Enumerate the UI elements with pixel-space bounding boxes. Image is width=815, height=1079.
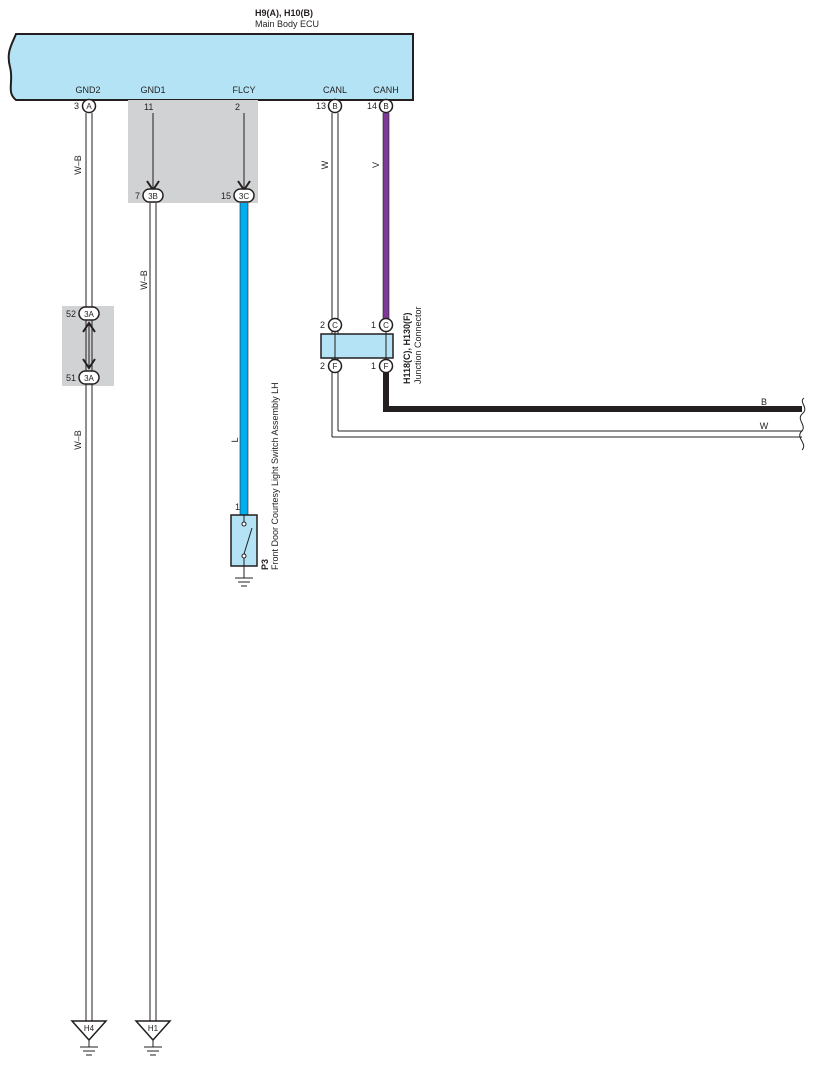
jc-subtitle: Junction Connector [413, 306, 423, 384]
jc-pin-bottom-left: F 2 [320, 358, 343, 374]
junction-connector-box [320, 333, 394, 359]
wire-label-canl: W [320, 160, 330, 169]
jc-pin-top-left-letter: C [332, 321, 338, 330]
jc-pin-bottom-right: F 1 [371, 358, 394, 374]
ground-h4: H4 [70, 1020, 108, 1056]
connector-canh-letter: B [383, 102, 388, 111]
connector-canh: B 14 [367, 98, 394, 114]
connector-3b-num: 7 [135, 191, 140, 201]
switch-pin-num: 1 [235, 502, 240, 512]
connector-3a-bottom-label: 3A [84, 374, 94, 383]
connector-canl-letter: B [332, 102, 337, 111]
pin-label-flcy: FLCY [232, 85, 255, 95]
ecu-title: H9(A), H10(B) [255, 8, 313, 18]
main-body-ecu-box [7, 33, 414, 101]
wire-label-flcy: L [230, 437, 240, 442]
arrow-3a-down [82, 358, 96, 370]
connector-3a-top-label: 3A [84, 310, 94, 319]
connector-3b-label: 3B [148, 192, 158, 201]
connector-3c-num: 15 [221, 191, 231, 201]
pin-label-canl: CANL [323, 85, 347, 95]
wire-flcy [239, 203, 249, 515]
pin-label-gnd1: GND1 [140, 85, 165, 95]
jc-pin-bottom-right-num: 1 [371, 361, 376, 371]
connector-gnd2: A 3 [74, 98, 97, 114]
jc-pin-top-left-num: 2 [320, 320, 325, 330]
jc-pin-bottom-left-letter: F [333, 362, 338, 371]
connector-gnd2-num: 3 [74, 101, 79, 111]
wire-label-out-canl: W [760, 421, 769, 431]
connector-3a-top: 3A 52 [66, 306, 100, 321]
switch-title: P3 [260, 559, 270, 570]
wire-label-gnd2-lower: W–B [73, 430, 83, 450]
wire-label-out-canh: B [761, 397, 767, 407]
wire-gnd1 [149, 203, 157, 1022]
wire-canh [382, 113, 390, 319]
jc-pin-top-right-num: 1 [371, 320, 376, 330]
connector-3a-top-num: 52 [66, 309, 76, 319]
junction-block-3b-3c [128, 100, 258, 203]
pin-num-flcy: 2 [235, 102, 240, 112]
jc-pin-top-right: C 1 [371, 317, 394, 333]
jc-pin-bottom-left-num: 2 [320, 361, 325, 371]
ecu-subtitle: Main Body ECU [255, 19, 319, 29]
wire-canl [331, 113, 802, 438]
jc-pin-bottom-right-letter: F [384, 362, 389, 371]
wire-out-canh [383, 372, 802, 412]
ground-h4-label: H4 [84, 1024, 95, 1033]
switch-icon [241, 515, 253, 566]
wire-label-canh: V [371, 162, 381, 168]
pin-label-gnd2: GND2 [75, 85, 100, 95]
break-mark [799, 397, 806, 451]
ground-h1-label: H1 [148, 1024, 159, 1033]
connector-3a-bottom-num: 51 [66, 373, 76, 383]
connector-3b: 3B 7 [135, 188, 164, 203]
wire-label-gnd1: W–B [139, 270, 149, 290]
pin-num-gnd1: 11 [144, 102, 153, 112]
switch-subtitle: Front Door Courtesy Light Switch Assembl… [270, 382, 280, 570]
ground-icon-switch [235, 566, 253, 587]
wire-gnd2 [85, 113, 93, 1022]
jc-pin-top-right-letter: C [383, 321, 389, 330]
ground-h1: H1 [134, 1020, 172, 1056]
connector-canh-num: 14 [367, 101, 377, 111]
connector-3c: 3C 15 [221, 188, 255, 203]
connector-3c-label: 3C [239, 192, 249, 201]
jc-title: H118(C), H130(F) [402, 312, 412, 384]
connector-canl-num: 13 [316, 101, 326, 111]
wire-label-gnd2-upper: W–B [73, 155, 83, 175]
jc-pin-top-left: C 2 [320, 317, 343, 333]
connector-3a-bottom: 3A 51 [66, 370, 100, 385]
connector-gnd2-letter: A [86, 102, 92, 111]
connector-canl: B 13 [316, 98, 343, 114]
pin-label-canh: CANH [373, 85, 399, 95]
